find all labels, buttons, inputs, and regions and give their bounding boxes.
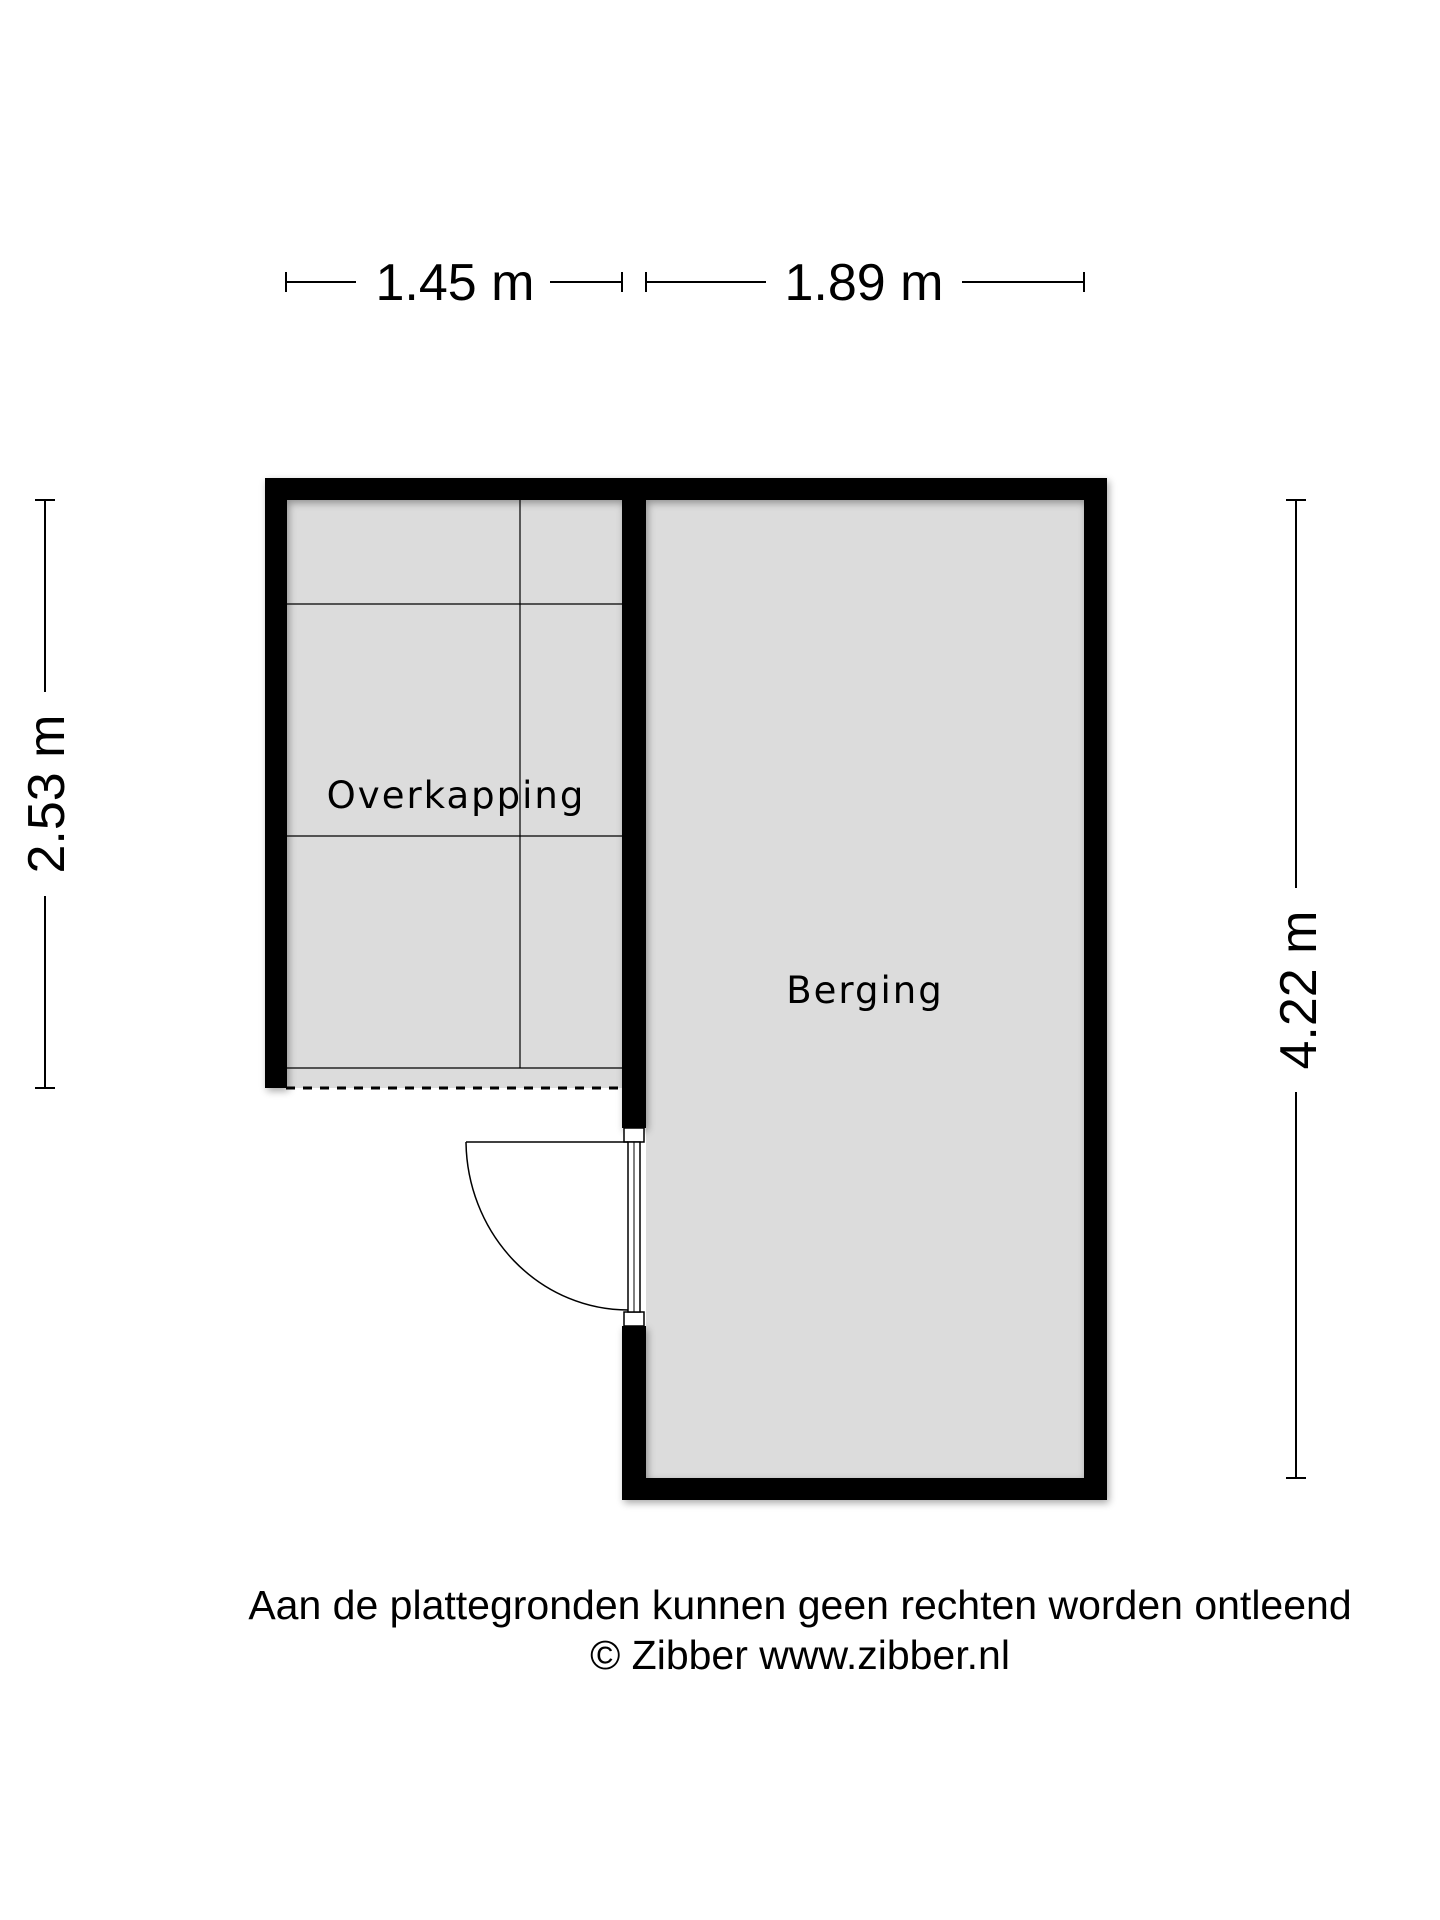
door-jamb-top — [623, 1127, 645, 1143]
wall-right — [1084, 478, 1107, 1500]
door-swing-arc — [465, 1141, 629, 1311]
dimension-label-top-left: 1.45 m — [376, 254, 535, 312]
dimension-left: 2.53 m — [18, 499, 76, 1089]
dimension-right: 4.22 m — [1270, 499, 1328, 1479]
dimension-top-right: 1.89 m — [645, 254, 1085, 312]
room-overkapping: Overkapping — [286, 500, 622, 1090]
wall-middle-upper — [622, 478, 646, 1128]
dimension-label-top-right: 1.89 m — [785, 254, 944, 312]
copyright-text: © Zibber www.zibber.nl — [590, 1632, 1010, 1678]
dimension-label-right: 4.22 m — [1270, 911, 1328, 1070]
dimension-top-left: 1.45 m — [285, 254, 623, 312]
disclaimer-text: Aan de plattegronden kunnen geen rechten… — [248, 1582, 1352, 1628]
wall-left-covered — [265, 478, 287, 1088]
wall-middle-lower — [622, 1326, 646, 1500]
door-jamb-bottom — [623, 1311, 645, 1327]
dimension-label-left: 2.53 m — [18, 715, 76, 874]
room-berging: Berging — [646, 500, 1084, 1478]
wall-top — [265, 478, 1107, 500]
room-label-berging: Berging — [786, 969, 943, 1012]
room-label-overkapping: Overkapping — [327, 774, 586, 817]
floor-grid — [286, 500, 622, 1069]
wall-bottom — [622, 1478, 1107, 1500]
door — [465, 1127, 645, 1327]
walls — [265, 478, 1107, 1500]
